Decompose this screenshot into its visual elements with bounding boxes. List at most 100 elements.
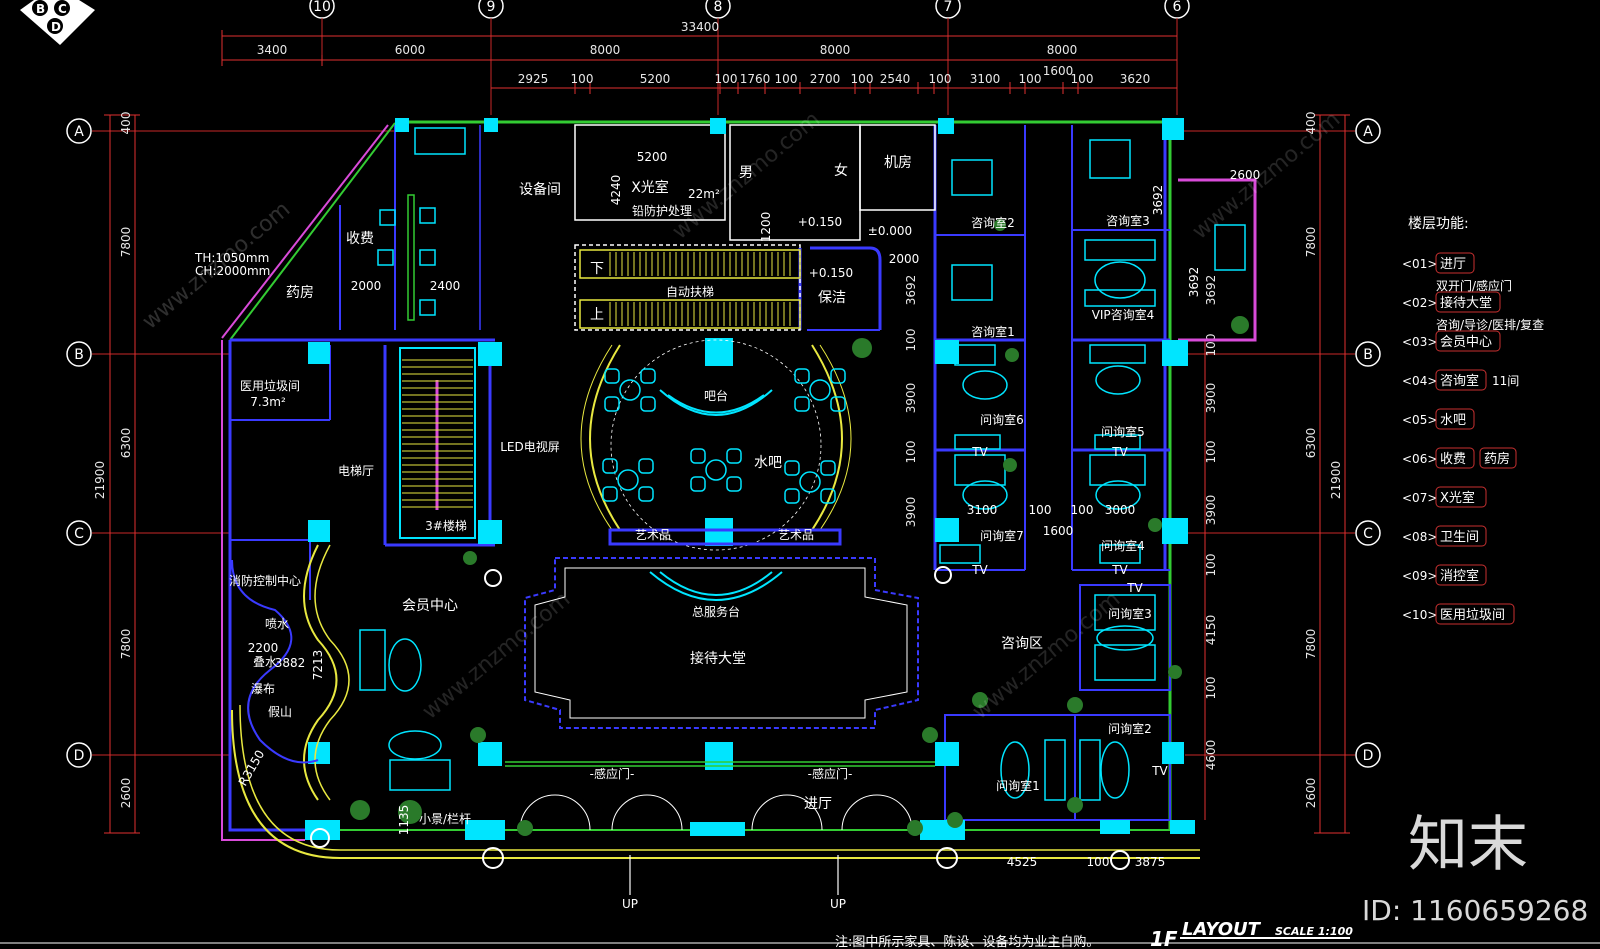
legend-name: 接待大堂 — [1440, 295, 1492, 311]
dim-text: 8000 — [820, 43, 851, 57]
title-note: 注:图中所示家具、陈设、设备均为业主自购。 — [835, 934, 1099, 949]
room-label-elevator-hall: 电梯厅 — [338, 464, 374, 478]
dim-room: 3692 — [1187, 267, 1201, 298]
watermark-brand: 知末 — [1408, 810, 1528, 880]
dim-text: 6300 — [1304, 428, 1318, 459]
dim-text: 4600 — [1204, 740, 1218, 771]
room-label-inquiry-5: 问询室5 — [1101, 424, 1145, 439]
escalator-steps — [609, 252, 791, 326]
tv-label: TV — [1111, 445, 1128, 459]
row-axes — [66, 118, 1381, 768]
dim-room: 3692 — [1151, 185, 1165, 216]
legend-code: <04> — [1402, 374, 1437, 388]
legend-name: 咨询室 — [1440, 373, 1479, 389]
axis-label: B — [74, 347, 84, 363]
legend-code: <01> — [1402, 257, 1437, 271]
dim-text: 1760 — [740, 72, 771, 86]
room-label-lobby: 接待大堂 — [690, 650, 746, 667]
legend-code: <07> — [1402, 491, 1437, 505]
dim-text: 4150 — [1204, 615, 1218, 646]
dimension-texts: 33400 3400 6000 8000 8000 8000 2925 100 … — [93, 20, 1343, 808]
room-label-pharmacy: 药房 — [286, 285, 314, 301]
escalator — [574, 244, 801, 331]
dim-text: 8000 — [590, 43, 621, 57]
dim-restroom: 1200 — [759, 212, 773, 243]
room-label-xray: X光室 — [631, 179, 669, 196]
legend-item: <03>会员中心 — [1402, 330, 1501, 352]
axis-label: C — [74, 526, 84, 542]
stair-steps — [402, 359, 473, 508]
dim-landscape: 1135 — [397, 805, 411, 836]
scale-label: SCALE 1:100 — [1275, 925, 1353, 938]
room-label-inquiry-7: 问询室7 — [980, 528, 1024, 543]
legend-code: <08> — [1402, 530, 1437, 544]
room-label-medical-waste: 医用垃圾间 — [240, 378, 300, 393]
dim-text: 100 — [1204, 677, 1218, 700]
axis-label: A — [74, 124, 84, 140]
dim-room: 1600 — [1043, 524, 1074, 538]
axis-label: 7 — [944, 0, 953, 15]
floor-label: 1F — [1150, 927, 1178, 949]
dim-room: 3100 — [967, 503, 998, 517]
room-label-inquiry-1: 问询室1 — [996, 778, 1040, 793]
water-feature — [231, 544, 350, 801]
dim-text: 21900 — [93, 461, 107, 499]
room-label-fire-control: 消防控制中心 — [229, 573, 301, 588]
dim-text: 2700 — [810, 72, 841, 86]
dim-cashier: 2000 — [351, 279, 382, 293]
dim-text: 3400 — [257, 43, 288, 57]
dim-text: 2600 — [1304, 778, 1318, 809]
dim-text: 400 — [1304, 112, 1318, 135]
column-axis-labels: 10 9 8 7 6 — [313, 0, 1181, 15]
room-label-xray-area: 22m² — [688, 187, 720, 201]
stair-3 — [399, 347, 476, 539]
dim-water: 3882 — [275, 656, 306, 670]
escalator-up: 上 — [590, 307, 604, 323]
walls — [221, 120, 1257, 859]
legend-name: 会员中心 — [1440, 335, 1492, 350]
room-label-led-tv: LED电视屏 — [500, 439, 560, 454]
cafe-table-cluster — [794, 368, 846, 412]
room-label-sensor-door: -感应门- — [808, 766, 853, 781]
logo-letter-b: B — [36, 2, 45, 16]
room-label-male: 男 — [739, 165, 753, 181]
cafe-table-cluster — [602, 458, 654, 502]
legend-items: <01>进厅双开门/感应门<02>接待大堂咨询/导诊/医排/复查<03>会员中心… — [1402, 252, 1544, 625]
legend-name: 药房 — [1484, 451, 1510, 467]
dim-text: 7800 — [1304, 629, 1318, 660]
legend-item: <10>医用垃圾间 — [1402, 603, 1515, 625]
watermark-site: www.znzmo.com — [968, 587, 1125, 725]
dim-text: 5200 — [640, 72, 671, 86]
legend-item: <07>X光室 — [1402, 486, 1487, 508]
room-label-lead: 铅防护处理 — [632, 203, 692, 218]
escalator-down: 下 — [590, 261, 604, 277]
legend-title: 楼层功能: — [1408, 216, 1469, 232]
axis-label: 8 — [714, 0, 723, 15]
room-label-vip-consult-4: VIP咨询室4 — [1092, 307, 1155, 322]
dim-text: 1600 — [1043, 64, 1074, 78]
dim-water: 2200 — [248, 641, 279, 655]
dim-overall: 33400 — [681, 20, 719, 34]
dim-water: R3150 — [236, 748, 268, 789]
dim-text: 100 — [929, 72, 952, 86]
dim-text: 100 — [904, 441, 918, 464]
dim-text: 8000 — [1047, 43, 1078, 57]
room-label-landscape: 小景/栏杆 — [419, 811, 471, 826]
axis-label: C — [1363, 526, 1373, 542]
up-arrows — [629, 855, 839, 895]
dim-text: 400 — [119, 112, 133, 135]
dim-text: 3900 — [1204, 495, 1218, 526]
entrance-bollards — [310, 566, 1130, 870]
room-label-female: 女 — [834, 162, 848, 179]
room-label-art: 艺术品 — [778, 528, 814, 542]
room-label-escalator: 自动扶梯 — [666, 284, 714, 299]
axis-label: A — [1363, 124, 1373, 140]
dim-text: 6000 — [395, 43, 426, 57]
tv-label: TV — [1126, 581, 1143, 595]
dim-text: 100 — [715, 72, 738, 86]
legend-desc: 11间 — [1492, 374, 1519, 388]
note-th: TH:1050mm — [194, 251, 269, 265]
plants — [350, 219, 1249, 836]
